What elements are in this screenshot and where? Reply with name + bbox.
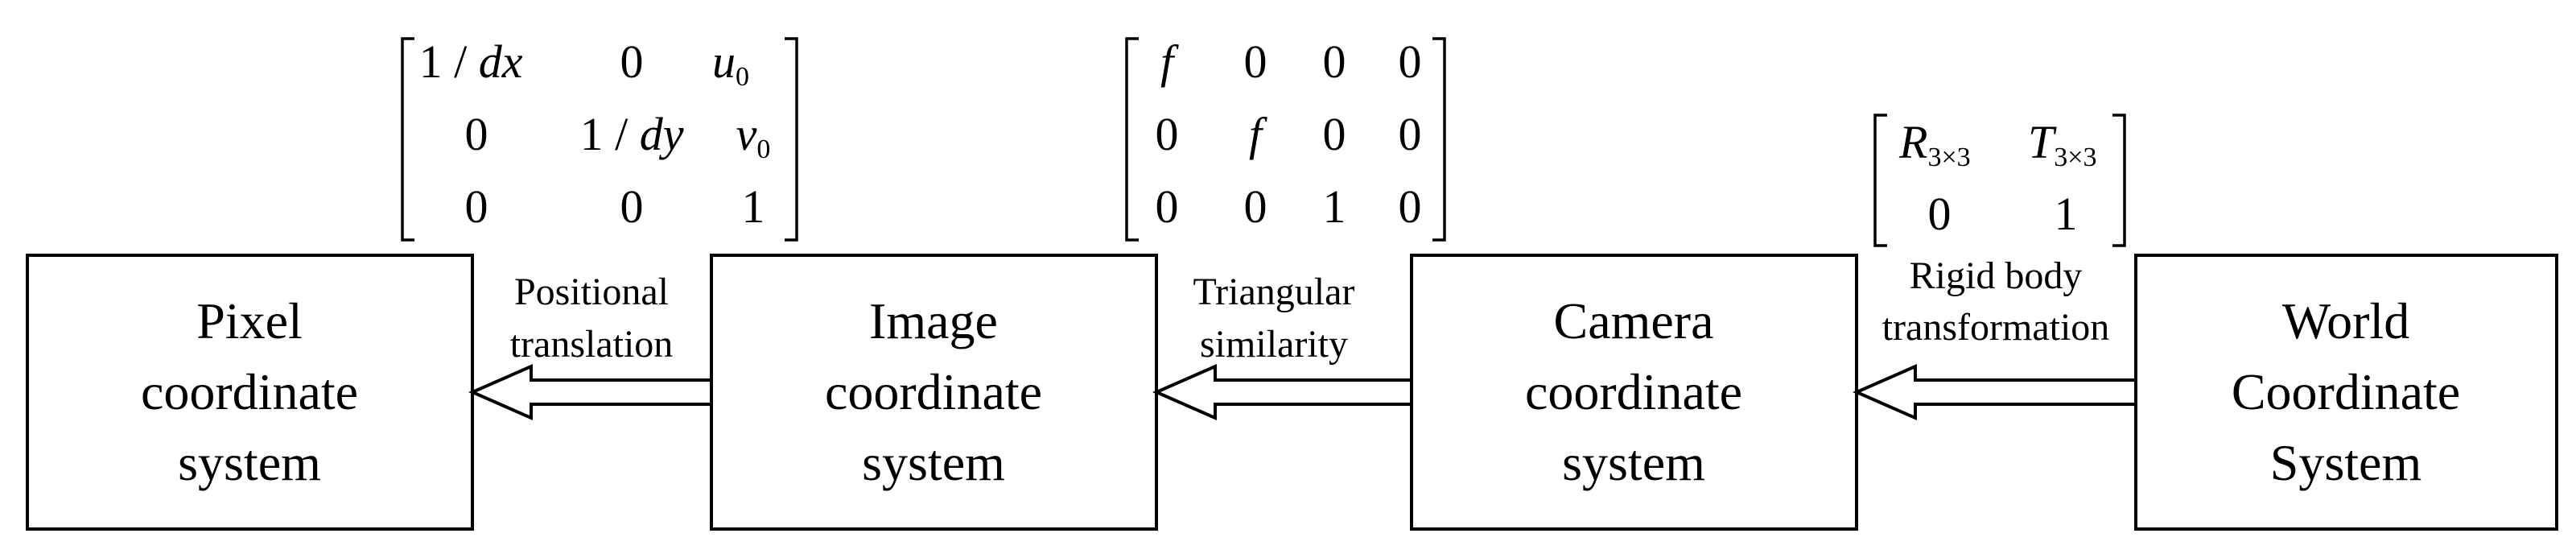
image-box-line-3: system <box>862 434 1005 491</box>
extrinsic-r2c2: 1 <box>2055 188 2078 240</box>
projection-r1c4: 0 <box>1399 35 1422 88</box>
projection-r1c3: 0 <box>1323 35 1346 88</box>
camera-box-line-1: Camera <box>1554 292 1714 349</box>
world-coordinate-box: World Coordinate System <box>2134 254 2558 531</box>
positional-label-line-1: Positional <box>514 271 669 313</box>
intrinsic-r2c3: v0 <box>736 108 771 164</box>
pixel-box-line-1: Pixel <box>196 292 303 349</box>
extrinsic-left-bracket <box>1873 114 1887 247</box>
intrinsic-r3c3: 1 <box>742 180 765 233</box>
intrinsic-r1c3: u0 <box>712 35 749 92</box>
rigid-body-transformation-arrow: Rigid body transformation <box>1853 254 2137 421</box>
rigid-label-line-1: Rigid body <box>1910 254 2083 297</box>
projection-right-bracket <box>1432 37 1446 242</box>
projection-r2c1: 0 <box>1156 108 1179 160</box>
projection-left-bracket <box>1125 37 1139 242</box>
world-box-line-3: System <box>2270 434 2421 491</box>
intrinsic-r2c1: 0 <box>465 108 488 160</box>
projection-r2c3: 0 <box>1323 108 1346 160</box>
world-box-line-2: Coordinate <box>2232 363 2460 420</box>
camera-box-line-2: coordinate <box>1525 363 1742 420</box>
intrinsic-r1c1: 1 / dx <box>419 35 523 88</box>
positional-label-line-2: translation <box>510 323 674 366</box>
projection-r1c2: 0 <box>1244 35 1267 88</box>
pixel-coordinate-box: Pixel coordinate system <box>26 254 474 531</box>
triangular-label-line-2: similarity <box>1200 323 1348 366</box>
intrinsic-r1c2: 0 <box>620 35 644 88</box>
projection-r1c1: f <box>1160 35 1179 88</box>
extrinsic-r1c2: T3×3 <box>2028 116 2096 172</box>
pixel-box-line-3: system <box>178 434 321 491</box>
world-box-line-1: World <box>2282 292 2409 349</box>
projection-r3c4: 0 <box>1399 180 1422 233</box>
intrinsic-left-bracket <box>401 37 414 242</box>
triangular-label-line-1: Triangular <box>1193 271 1355 313</box>
pixel-box-line-2: coordinate <box>141 363 358 420</box>
projection-r3c2: 0 <box>1244 180 1267 233</box>
intrinsic-matrix: 1 / dx 0 u0 0 1 / dy v0 0 0 1 <box>401 35 798 242</box>
extrinsic-matrix: R3×3 T3×3 0 1 <box>1873 114 2126 247</box>
camera-coordinate-box: Camera coordinate system <box>1410 254 1858 531</box>
intrinsic-r3c2: 0 <box>620 180 644 233</box>
projection-r2c4: 0 <box>1399 108 1422 160</box>
rigid-label-line-2: transformation <box>1882 306 2110 349</box>
extrinsic-r1c1: R3×3 <box>1898 116 1971 172</box>
extrinsic-r2c1: 0 <box>1928 188 1952 240</box>
image-box-line-2: coordinate <box>825 363 1042 420</box>
projection-matrix: f 0 0 0 0 f 0 0 0 0 1 0 <box>1125 35 1446 242</box>
intrinsic-right-bracket <box>785 37 798 242</box>
extrinsic-right-bracket <box>2112 114 2126 247</box>
image-box-line-1: Image <box>869 292 998 349</box>
triangular-similarity-arrow: Triangular similarity <box>1152 271 1413 421</box>
projection-r3c3: 1 <box>1323 180 1346 233</box>
projection-r3c1: 0 <box>1156 180 1179 233</box>
intrinsic-r3c1: 0 <box>465 180 488 233</box>
projection-r2c2: f <box>1249 108 1267 160</box>
intrinsic-r2c2: 1 / dy <box>580 108 684 160</box>
camera-box-line-3: system <box>1562 434 1705 491</box>
image-coordinate-box: Image coordinate system <box>710 254 1158 531</box>
positional-translation-arrow: Positional translation <box>468 271 713 421</box>
